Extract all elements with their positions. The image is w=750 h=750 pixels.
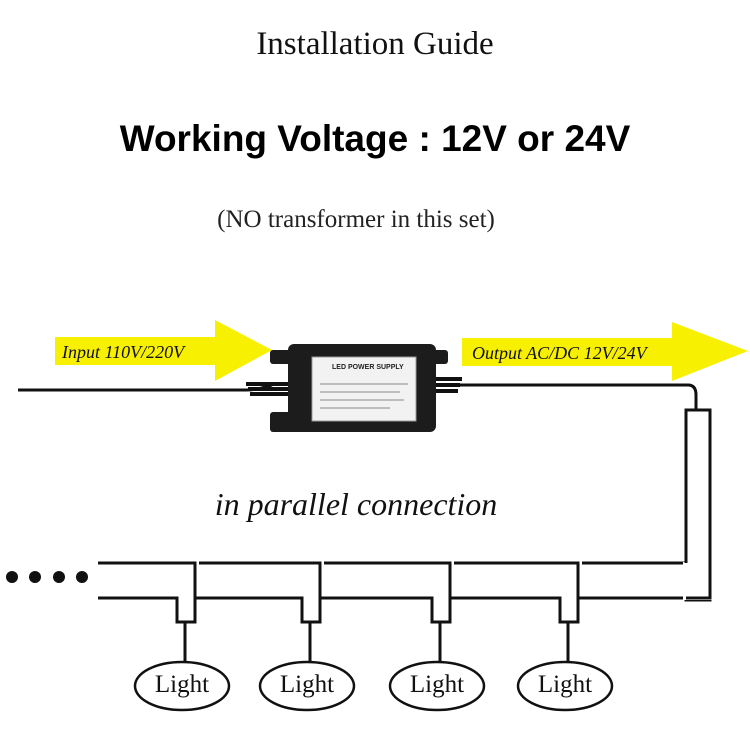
- light-label: Light: [537, 671, 593, 698]
- light-tap: [258, 561, 356, 712]
- output-label: Output AC/DC 12V/24V: [472, 343, 647, 363]
- input-arrow: [55, 320, 272, 381]
- light-bulb: [258, 660, 356, 712]
- input-label: Input 110V/220V: [62, 342, 185, 362]
- light-label: Light: [409, 671, 465, 698]
- light-tap: [133, 561, 231, 712]
- power-supply: [270, 344, 448, 432]
- output-cable: [438, 383, 698, 410]
- working-voltage-heading: Working Voltage : 12V or 24V: [119, 118, 631, 159]
- light-bulb: [388, 660, 486, 712]
- power-supply-label-plate: [311, 356, 417, 422]
- light-tap: [388, 561, 486, 712]
- light-bulb: [516, 660, 614, 712]
- output-arrow: [462, 322, 748, 381]
- input-cable: [18, 383, 273, 392]
- page-title: Installation Guide: [256, 26, 494, 62]
- input-strain-relief: [246, 382, 288, 396]
- light-label: Light: [279, 671, 335, 698]
- connection-label: in parallel connection: [214, 486, 498, 522]
- transformer-note: (NO transformer in this set): [217, 206, 495, 233]
- output-strain-relief: [432, 377, 462, 393]
- light-taps: [133, 561, 614, 712]
- light-tap: [516, 561, 614, 712]
- continuation-dots: [6, 571, 88, 583]
- power-supply-label: LED POWER SUPPLY: [332, 364, 404, 371]
- light-label: Light: [154, 671, 210, 698]
- light-bulb: [133, 660, 231, 712]
